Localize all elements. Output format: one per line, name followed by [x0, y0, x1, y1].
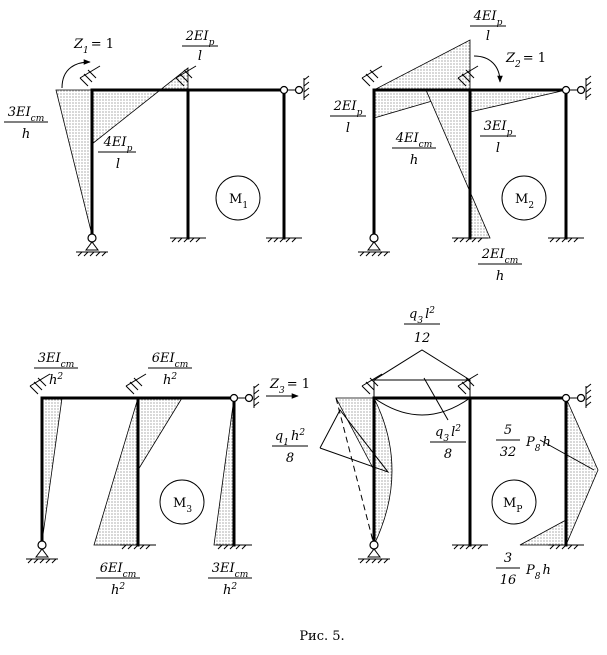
- m3-diagram-right-column: [213, 397, 235, 546]
- panel-m3: Z3= 1 3EIcm h2 6EIcm h2 6EIcm h2 3EIcm h…: [26, 351, 310, 598]
- m1-moment-arrow: [61, 59, 91, 89]
- m3-supports: [26, 373, 260, 564]
- svg-text:6EIcm: 6EIcm: [152, 351, 188, 370]
- mp-mid-leader: [423, 377, 449, 421]
- m2-moment-arrow: [473, 55, 503, 83]
- svg-text:4EIcm: 4EIcm: [395, 131, 432, 150]
- m1-moment-label: Z1= 1: [73, 37, 114, 56]
- m3-bm-den: h: [111, 583, 119, 598]
- m2-top-num: 4EI: [473, 9, 498, 24]
- m2-bottom-num: 2EI: [481, 247, 506, 262]
- m3-diagram-left-column: [41, 397, 63, 543]
- m3-tm-den: h: [163, 373, 171, 388]
- m3-diagram-name: M3: [173, 496, 192, 515]
- mp-mid-num: q: [435, 425, 443, 440]
- m3-br-num: 3EI: [212, 561, 236, 576]
- svg-text:4EIp: 4EIp: [103, 135, 133, 154]
- m2-right-den: l: [496, 141, 500, 156]
- m1-top-num: 2EI: [185, 29, 210, 44]
- m1-mid-num: 4EI: [103, 135, 128, 150]
- svg-text:4EIp: 4EIp: [473, 9, 503, 28]
- svg-text:3EIcm: 3EIcm: [8, 105, 44, 124]
- m1-left-den: h: [22, 127, 30, 142]
- mp-top-num: q: [409, 307, 417, 322]
- m2-left-num: 2EI: [333, 99, 358, 114]
- svg-text:3EIp: 3EIp: [484, 119, 513, 138]
- mp-beam-load-rect: [373, 379, 471, 399]
- svg-text:2EIp: 2EIp: [185, 29, 215, 48]
- mp-left-leader: [319, 409, 390, 474]
- svg-text:h2: h2: [49, 372, 63, 388]
- m2-diagram-name: M2: [515, 192, 534, 211]
- mp-left-den: 8: [286, 451, 294, 466]
- m2-top-den: l: [486, 29, 490, 44]
- m2-diagram-mid-column: [425, 89, 491, 239]
- mp-top-leader: [373, 349, 471, 381]
- svg-text:h2: h2: [111, 582, 125, 598]
- m2-mid-num: 4EI: [395, 131, 420, 146]
- m2-left-den: l: [346, 121, 350, 136]
- svg-text:2EIp: 2EIp: [333, 99, 363, 118]
- m1-top-den: l: [198, 49, 202, 64]
- mp-bot-num: 3: [504, 551, 512, 566]
- m2-diagram-beam-right: [469, 89, 567, 113]
- panel-m1: Z1= 1 2EIp l 3EIcm h 4EIp l M1: [4, 29, 310, 257]
- m3-tl-den: h: [49, 373, 57, 388]
- svg-text:h2: h2: [163, 372, 177, 388]
- svg-text:h2: h2: [223, 582, 237, 598]
- mp-diagram-name: MP: [503, 496, 522, 515]
- m1-supports: [76, 65, 310, 257]
- svg-text:2EIcm: 2EIcm: [481, 247, 518, 266]
- m1-mid-den: l: [116, 157, 120, 172]
- svg-text:3EIcm: 3EIcm: [38, 351, 74, 370]
- m2-right-num: 3EI: [484, 119, 508, 134]
- mp-left-dash: [335, 397, 375, 546]
- panel-m2: Z2= 1 4EIp l 2EIp l 4EIcm h 3EIp l 2EIcm…: [330, 9, 592, 284]
- m1-diagram-beam: [91, 67, 189, 145]
- m3-tl-num: 3EI: [38, 351, 62, 366]
- m1-diagram-left-column: [55, 89, 93, 236]
- m3-move-label: Z3= 1: [269, 377, 310, 396]
- mp-right-den: 32: [500, 445, 517, 460]
- figure-caption: Рис. 5.: [299, 629, 344, 644]
- svg-text:6EIcm: 6EIcm: [100, 561, 136, 580]
- m2-mid-den: h: [410, 153, 418, 168]
- m1-left-num: 3EI: [8, 105, 32, 120]
- mp-left-num: q: [275, 429, 283, 444]
- mp-right-num: 5: [504, 423, 512, 438]
- mp-bot-den: 16: [500, 573, 517, 588]
- m1-diagram-name: M1: [229, 192, 248, 211]
- m2-bottom-den: h: [496, 269, 504, 284]
- m2-supports: [358, 65, 592, 257]
- mp-right-leader: [539, 439, 595, 471]
- m3-br-den: h: [223, 583, 231, 598]
- m3-bm-num: 6EI: [100, 561, 124, 576]
- mp-mid-den: 8: [444, 447, 452, 462]
- mp-diagram-left-column: [335, 397, 375, 471]
- svg-text:3EIcm: 3EIcm: [212, 561, 248, 580]
- mp-diagram-left-bulge: [373, 397, 393, 546]
- mp-supports: [358, 373, 592, 564]
- mp-diagram-right-column: [519, 397, 599, 546]
- mp-top-den: 12: [414, 331, 431, 346]
- m3-tm-num: 6EI: [152, 351, 176, 366]
- mp-beam-parabola: [373, 397, 471, 416]
- m2-moment-label: Z2= 1: [505, 51, 546, 70]
